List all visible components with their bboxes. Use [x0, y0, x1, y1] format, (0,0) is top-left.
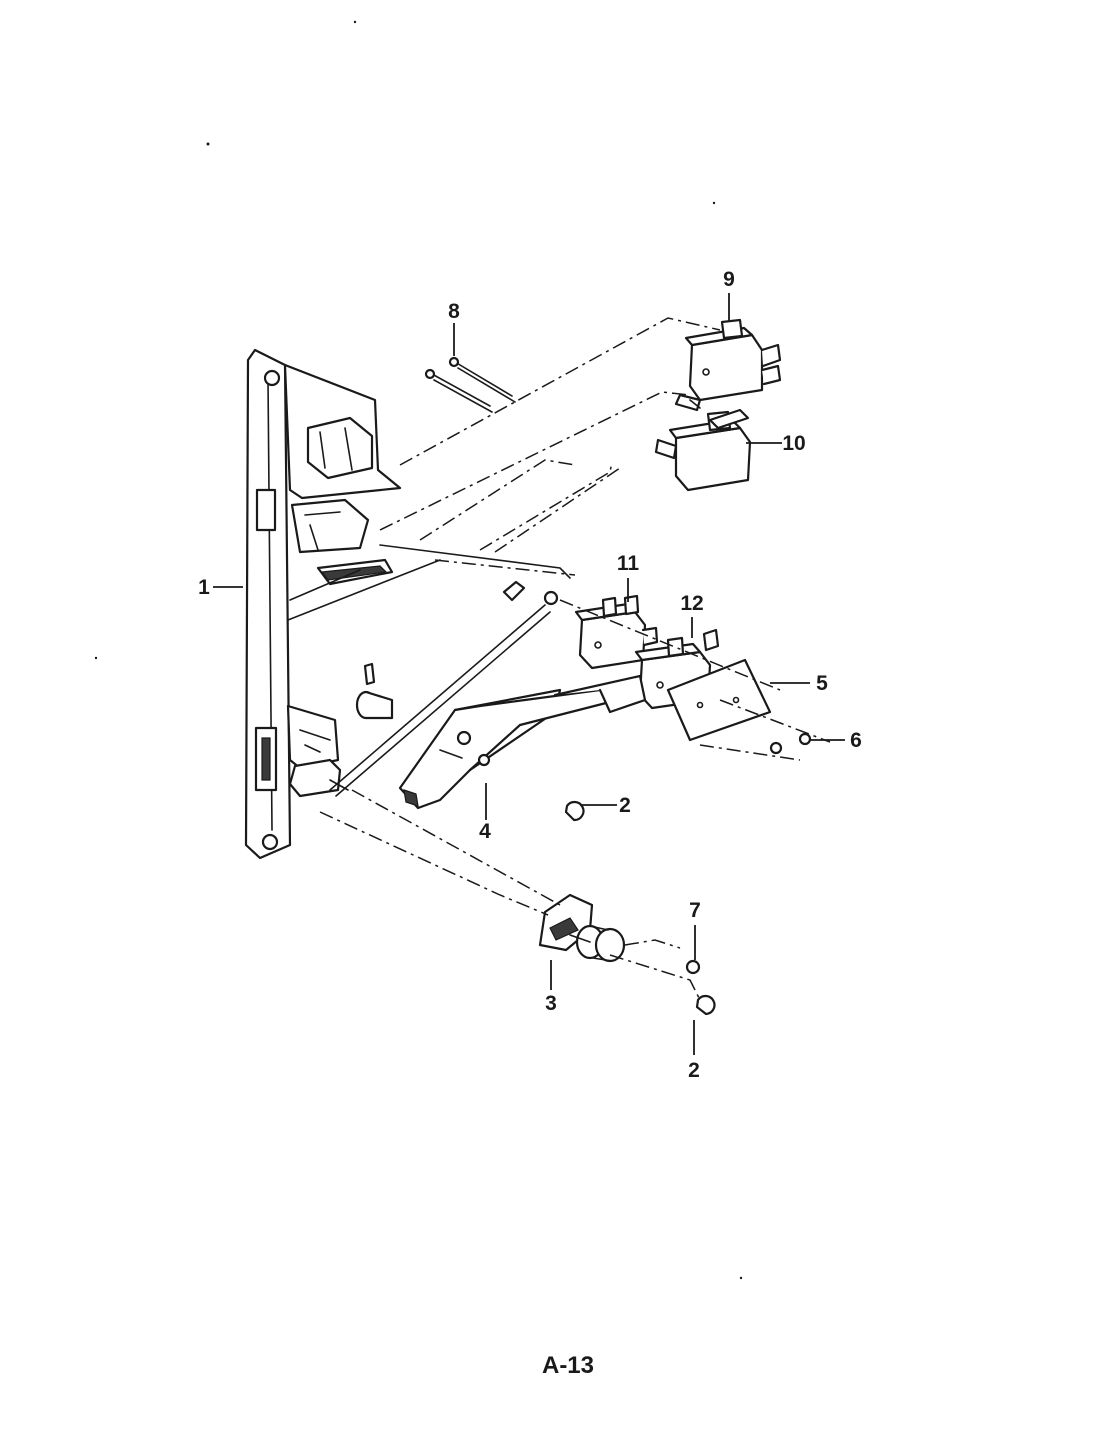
callout-12: 12 — [680, 592, 703, 615]
microswitch-part-9 — [674, 318, 782, 412]
nut-part-6 — [769, 732, 812, 755]
page-label: A-13 — [542, 1352, 594, 1379]
callout-10: 10 — [782, 432, 805, 455]
screw-part-8 — [424, 356, 516, 413]
callout-5: 5 — [816, 672, 828, 695]
assembly-lines — [319, 317, 831, 1001]
callout-1: 1 — [198, 576, 210, 599]
callout-labels: 1 8 9 10 11 12 5 6 2 4 3 7 2 — [198, 268, 862, 1082]
callout-leaders — [213, 293, 845, 1055]
callout-2a: 2 — [619, 794, 631, 817]
callout-7: 7 — [689, 899, 701, 922]
actuator-lever-part-4 — [398, 674, 647, 810]
callout-2b: 2 — [688, 1059, 700, 1082]
pin-parts — [355, 580, 559, 720]
cam-assembly-part-3 — [538, 893, 626, 963]
e-clip-part-2 — [564, 800, 716, 1016]
mounting-bracket-part-1 — [244, 348, 441, 860]
scan-specks — [94, 20, 743, 1280]
callout-8: 8 — [448, 300, 460, 323]
callout-11: 11 — [617, 552, 640, 575]
callout-3: 3 — [545, 992, 557, 1015]
callout-4: 4 — [479, 820, 491, 843]
insulator-plate-part-5 — [666, 658, 772, 742]
callout-6: 6 — [850, 729, 862, 752]
microswitch-part-10 — [654, 399, 752, 492]
callout-9: 9 — [723, 268, 735, 291]
nut-part-7 — [685, 959, 701, 975]
microswitch-part-11 — [574, 594, 659, 670]
